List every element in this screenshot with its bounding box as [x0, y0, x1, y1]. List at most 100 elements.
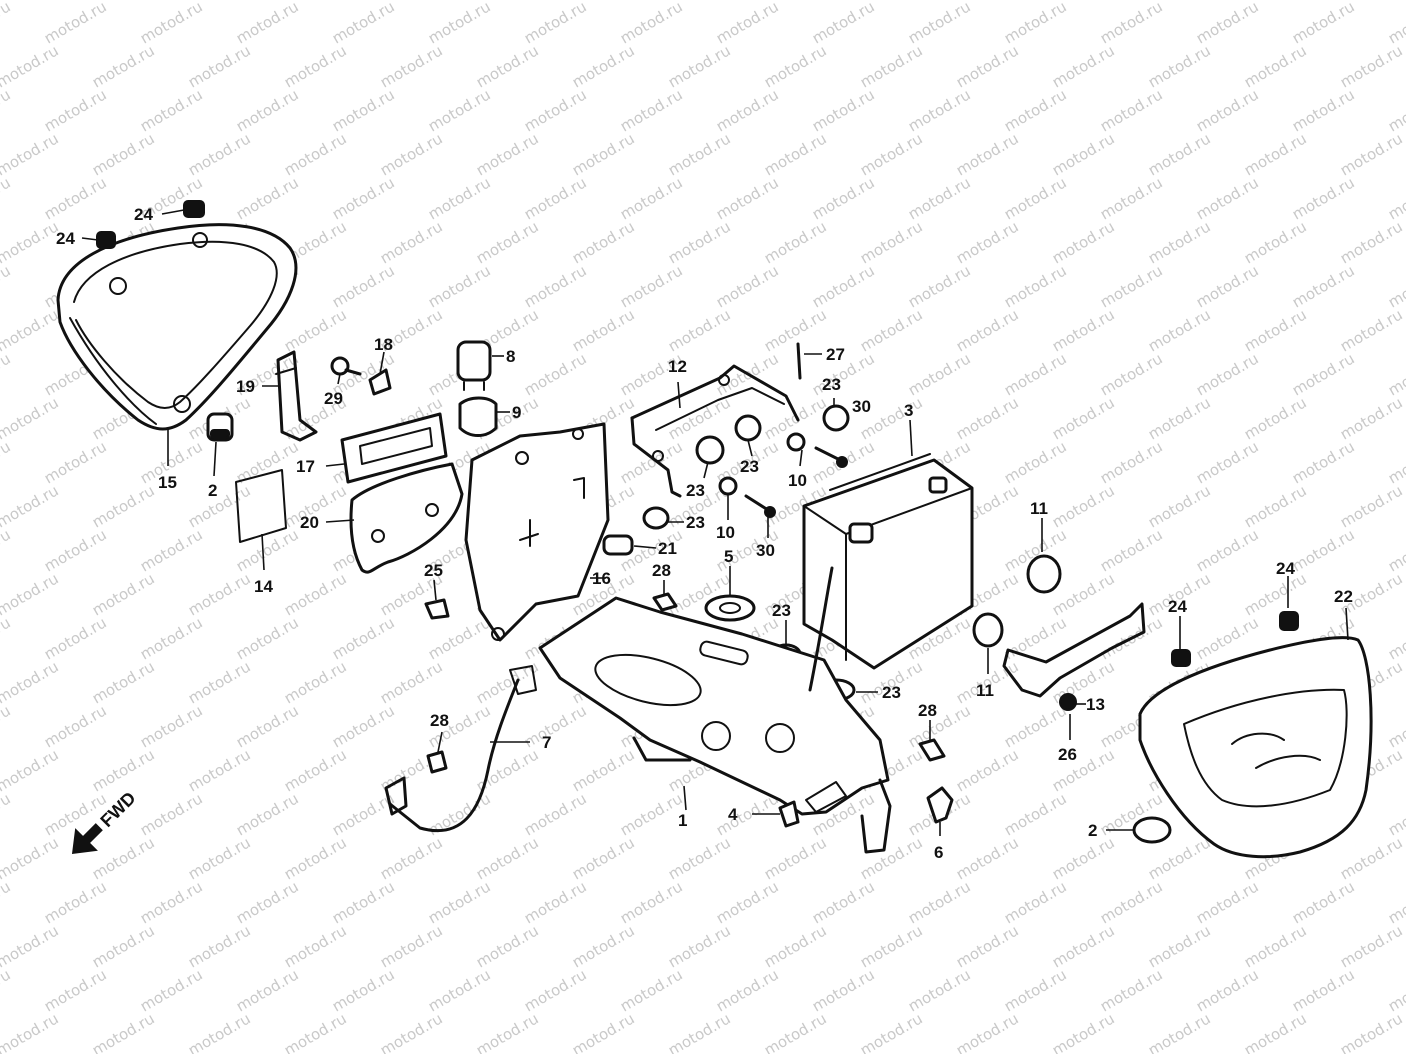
watermark-text: motod.ru — [1193, 525, 1262, 575]
watermark-text: motod.ru — [329, 85, 398, 135]
watermark-text: motod.ru — [1385, 789, 1406, 839]
callout-21: 21 — [658, 539, 677, 558]
watermark-text: motod.ru — [761, 217, 830, 267]
watermark-text: motod.ru — [1049, 481, 1118, 531]
watermark-text: motod.ru — [713, 261, 782, 311]
watermark-text: motod.ru — [233, 173, 302, 223]
watermark-text: motod.ru — [281, 745, 350, 795]
watermark-text: motod.ru — [425, 85, 494, 135]
part-21-cushion — [602, 534, 634, 556]
watermark-text: motod.ru — [665, 217, 734, 267]
part-8-relay — [456, 340, 492, 391]
watermark-text: motod.ru — [41, 701, 110, 751]
watermark-text: motod.ru — [425, 261, 494, 311]
watermark-text: motod.ru — [1193, 965, 1262, 1015]
callout-5: 5 — [724, 547, 733, 566]
watermark-text: motod.ru — [857, 921, 926, 971]
watermark-text: motod.ru — [617, 965, 686, 1015]
callout-24: 24 — [1276, 559, 1295, 578]
watermark-text: motod.ru — [1097, 85, 1166, 135]
watermark-text: motod.ru — [1001, 0, 1070, 47]
watermark-text: motod.ru — [1337, 921, 1406, 971]
watermark-text: motod.ru — [137, 965, 206, 1015]
watermark-text: motod.ru — [281, 657, 350, 707]
watermark-text: motod.ru — [473, 217, 542, 267]
watermark-text: motod.ru — [569, 1009, 638, 1054]
callout-23: 23 — [740, 457, 759, 476]
watermark-text: motod.ru — [953, 217, 1022, 267]
callout-28: 28 — [430, 711, 449, 730]
watermark-text: motod.ru — [0, 613, 14, 663]
watermark-text: motod.ru — [953, 41, 1022, 91]
watermark-text: motod.ru — [1193, 349, 1262, 399]
watermark-text: motod.ru — [1097, 437, 1166, 487]
watermark-text: motod.ru — [377, 921, 446, 971]
callout-25: 25 — [424, 561, 443, 580]
watermark-text: motod.ru — [1193, 173, 1262, 223]
watermark-text: motod.ru — [0, 657, 62, 707]
watermark-text: motod.ru — [1145, 393, 1214, 443]
watermark-text: motod.ru — [1289, 261, 1358, 311]
watermark-text: motod.ru — [521, 261, 590, 311]
watermark-text: motod.ru — [617, 173, 686, 223]
watermark-text: motod.ru — [521, 701, 590, 751]
watermark-text: motod.ru — [1001, 173, 1070, 223]
watermark-text: motod.ru — [1049, 393, 1118, 443]
watermark-text: motod.ru — [1241, 41, 1310, 91]
watermark-text: motod.ru — [617, 877, 686, 927]
watermark-text: motod.ru — [0, 481, 62, 531]
watermark-text: motod.ru — [521, 789, 590, 839]
watermark-text: motod.ru — [89, 569, 158, 619]
watermark-text: motod.ru — [953, 393, 1022, 443]
part-9-relay-holder — [458, 396, 498, 437]
watermark-text: motod.ru — [41, 965, 110, 1015]
watermark-text: motod.ru — [1289, 0, 1358, 47]
part-1-battery-tray — [538, 596, 892, 854]
watermark-text: motod.ru — [1097, 261, 1166, 311]
watermark-text: motod.ru — [1193, 437, 1262, 487]
watermark-text: motod.ru — [953, 1009, 1022, 1054]
watermark-text: motod.ru — [0, 833, 62, 883]
watermark-text: motod.ru — [1097, 525, 1166, 575]
watermark-text: motod.ru — [233, 85, 302, 135]
watermark-text: motod.ru — [473, 41, 542, 91]
watermark-text: motod.ru — [329, 877, 398, 927]
watermark-text: motod.ru — [857, 1009, 926, 1054]
part-20-fuse-box — [349, 462, 464, 574]
watermark-text: motod.ru — [1145, 1009, 1214, 1054]
callout-20: 20 — [300, 513, 319, 532]
watermark-text: motod.ru — [0, 85, 14, 135]
callout-2: 2 — [208, 481, 217, 500]
watermark-text: motod.ru — [281, 833, 350, 883]
part-26-nut — [1059, 693, 1077, 711]
watermark-text: motod.ru — [185, 657, 254, 707]
watermark-text: motod.ru — [761, 1009, 830, 1054]
watermark-text: motod.ru — [1385, 613, 1406, 663]
watermark-text: motod.ru — [137, 525, 206, 575]
watermark-text: motod.ru — [1001, 437, 1070, 487]
watermark-text: motod.ru — [521, 349, 590, 399]
watermark-text: motod.ru — [617, 0, 686, 47]
watermark-text: motod.ru — [425, 0, 494, 47]
part-14-plate — [235, 469, 287, 543]
watermark-text: motod.ru — [1145, 305, 1214, 355]
watermark-text: motod.ru — [137, 877, 206, 927]
part-19-bracket — [275, 350, 318, 442]
watermark-text: motod.ru — [425, 877, 494, 927]
callout-10: 10 — [788, 471, 807, 490]
part-27-pin — [796, 342, 802, 380]
watermark-text: motod.ru — [41, 173, 110, 223]
watermark-text: motod.ru — [185, 569, 254, 619]
watermark-text: motod.ru — [1337, 41, 1406, 91]
watermark-text: motod.ru — [185, 833, 254, 883]
watermark-text: motod.ru — [713, 173, 782, 223]
watermark-text: motod.ru — [1385, 261, 1406, 311]
watermark-text: motod.ru — [617, 789, 686, 839]
part-17-fuse-cover — [340, 412, 448, 484]
callout-13: 13 — [1086, 695, 1105, 714]
watermark-text: motod.ru — [521, 877, 590, 927]
watermark-text: motod.ru — [1049, 305, 1118, 355]
watermark-text: motod.ru — [569, 833, 638, 883]
watermark-text: motod.ru — [329, 173, 398, 223]
watermark-text: motod.ru — [1145, 921, 1214, 971]
